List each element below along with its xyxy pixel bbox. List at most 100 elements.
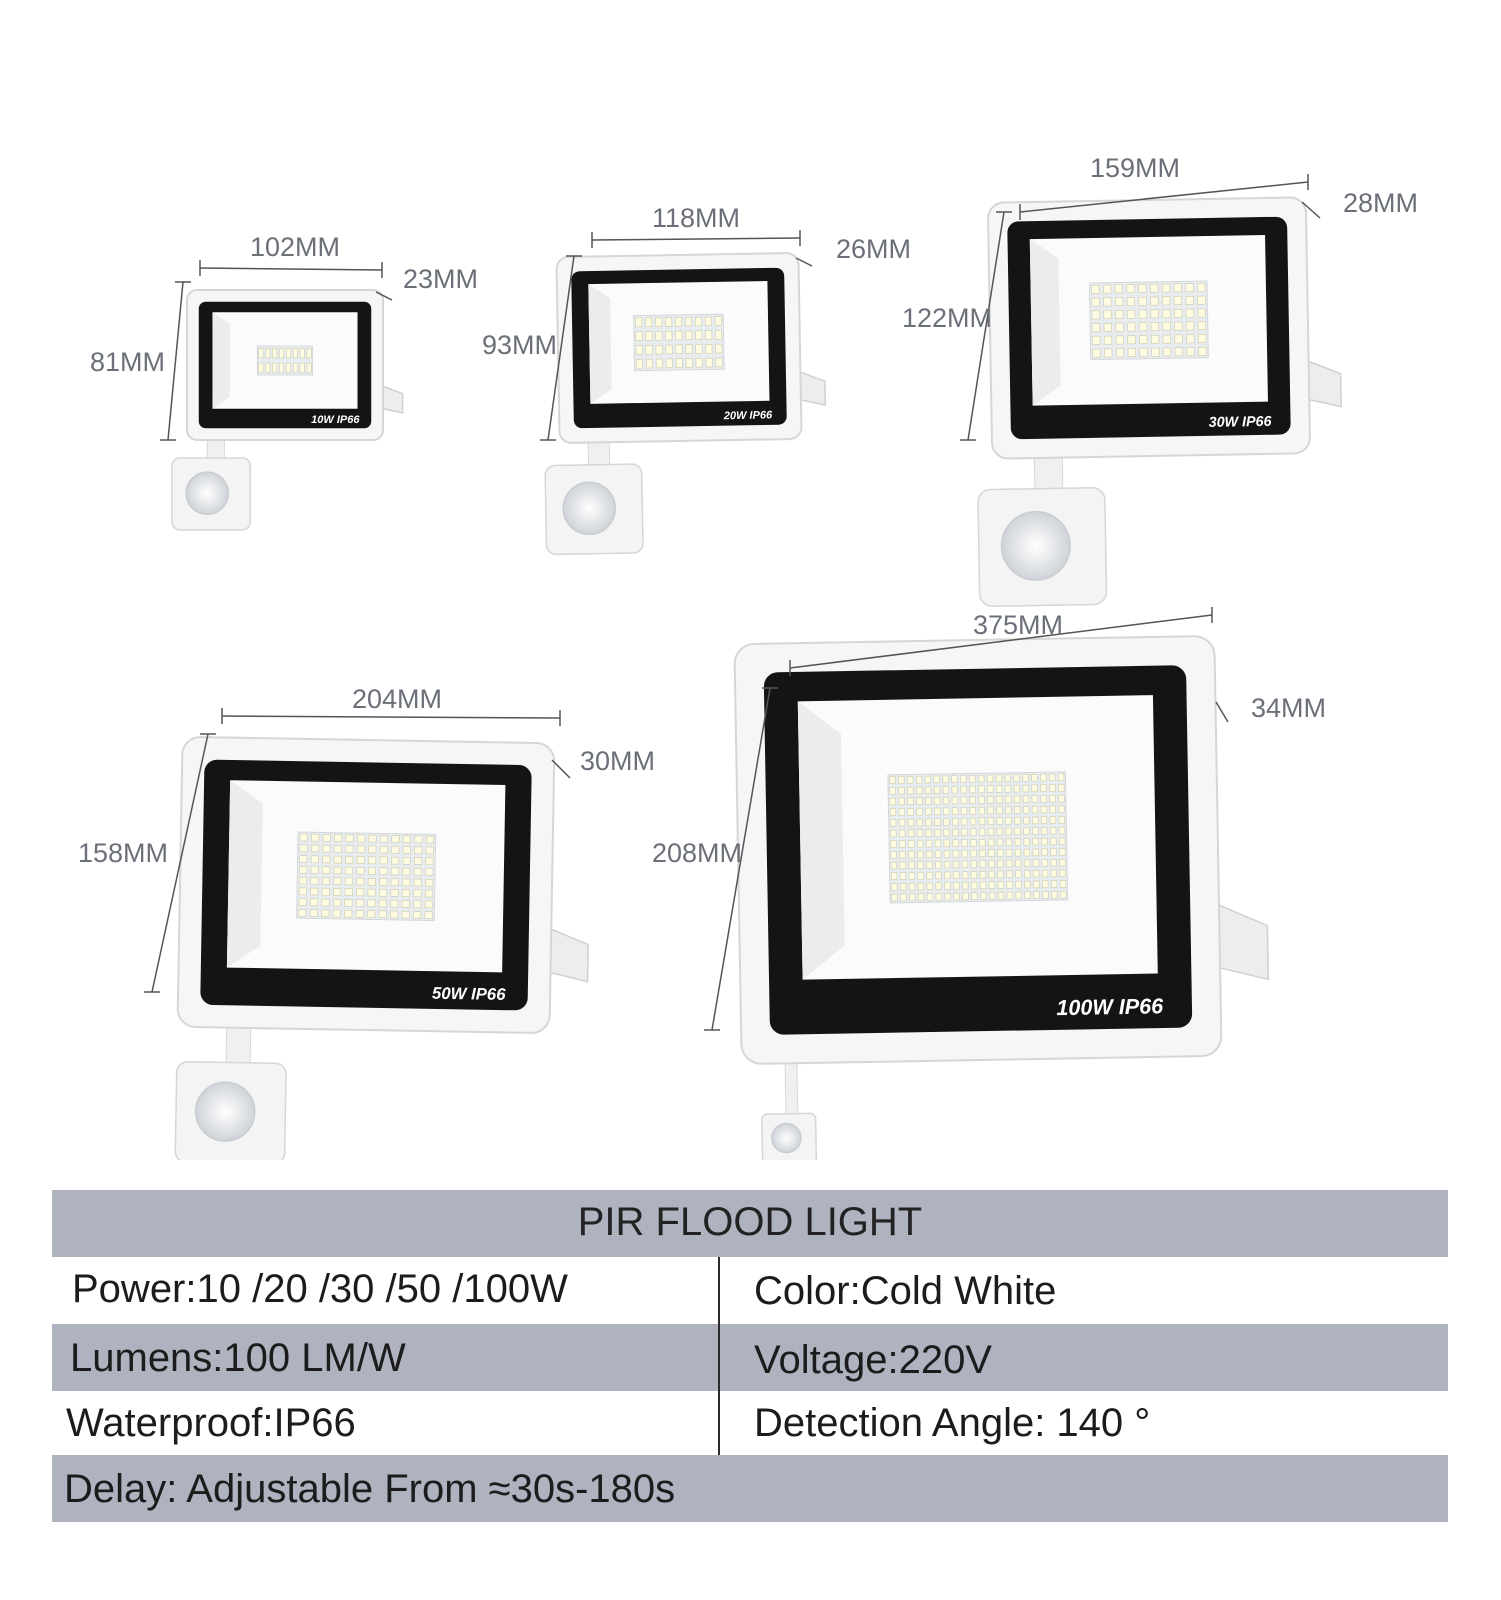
led-chip-100w: [1040, 784, 1047, 792]
led-chip-100w: [1049, 773, 1056, 782]
led-chip-20w: [684, 316, 693, 327]
led-chip-50w: [402, 867, 411, 876]
led-chip-30w: [1091, 323, 1101, 333]
led-chip-50w: [379, 888, 388, 897]
led-chip-30w: [1186, 321, 1195, 331]
led-chip-100w: [1015, 891, 1022, 900]
led-chip-50w: [368, 856, 377, 865]
led-chip-100w: [1032, 859, 1040, 867]
led-chip-100w: [925, 797, 932, 805]
led-chip-50w: [310, 844, 320, 853]
led-chip-50w: [321, 909, 330, 918]
led-chip-50w: [414, 835, 423, 844]
led-chip-100w: [996, 817, 1003, 825]
led-chip-30w: [1186, 347, 1195, 356]
led-chip-100w: [889, 787, 896, 795]
led-chip-50w: [401, 910, 410, 919]
led-chip-100w: [987, 828, 995, 836]
led-chip-30w: [1150, 309, 1159, 319]
led-chip-50w: [368, 845, 377, 854]
led-chip-30w: [1186, 334, 1195, 344]
led-chip-100w: [997, 891, 1005, 900]
led-chip-100w: [988, 892, 996, 900]
led-chip-100w: [942, 796, 950, 805]
led-chip-10w: [285, 348, 291, 359]
led-chip-100w: [988, 881, 996, 889]
light-20w-width-label: 118MM: [652, 203, 741, 233]
led-chip-100w: [952, 860, 960, 869]
led-chip-100w: [988, 870, 995, 879]
depth-dimension-line: [375, 291, 393, 301]
light-50w-width-label: 204MM: [352, 684, 443, 714]
led-chip-30w: [1103, 310, 1112, 320]
led-chip-30w: [1174, 308, 1183, 318]
led-chip-50w: [310, 855, 319, 864]
led-chip-100w: [1041, 869, 1049, 878]
led-chip-50w: [298, 909, 307, 917]
led-chip-20w: [645, 331, 653, 341]
light-30w-width-label: 159MM: [1090, 153, 1181, 183]
light-30w-height-label: 122MM: [902, 303, 993, 333]
led-chip-30w: [1197, 308, 1206, 318]
led-chip-100w: [953, 882, 960, 890]
led-chip-100w: [1049, 794, 1056, 803]
led-chip-30w: [1138, 284, 1147, 293]
led-chip-100w: [906, 776, 914, 784]
led-chip-50w: [345, 845, 354, 853]
led-chip-50w: [333, 866, 342, 875]
led-chip-10w: [299, 362, 305, 373]
led-chip-50w: [333, 877, 342, 886]
led-chip-20w: [675, 358, 683, 368]
led-chip-50w: [379, 856, 388, 865]
led-chip-50w: [345, 866, 354, 875]
led-chip-100w: [979, 870, 987, 879]
led-chip-100w: [962, 881, 969, 890]
led-chip-50w: [414, 857, 423, 865]
led-chip-100w: [899, 872, 907, 880]
led-chip-30w: [1173, 296, 1183, 306]
led-chip-20w: [635, 331, 643, 341]
led-chip-20w: [655, 344, 663, 355]
light-100w-height-label: 208MM: [652, 838, 743, 868]
led-chip-50w: [310, 866, 319, 874]
led-chip-30w: [1197, 334, 1207, 344]
led-chip-100w: [1023, 848, 1031, 857]
led-chip-100w: [934, 818, 941, 826]
light-50w-depth-label: 30MM: [580, 746, 656, 776]
led-chip-100w: [1022, 774, 1029, 782]
led-chip-50w: [378, 910, 387, 919]
led-chip-20w: [695, 330, 703, 340]
led-chip-100w: [978, 828, 986, 836]
led-chip-20w: [715, 343, 723, 354]
led-chip-100w: [925, 839, 933, 848]
led-chip-20w: [685, 344, 693, 354]
led-chip-20w: [655, 331, 663, 341]
wattage-label-20w: 20W IP66: [723, 409, 773, 422]
led-chip-100w: [898, 786, 905, 795]
led-chip-100w: [995, 774, 1003, 783]
led-chip-100w: [997, 859, 1004, 868]
led-chip-20w: [655, 358, 663, 369]
led-chip-100w: [1049, 816, 1057, 824]
led-chip-100w: [1032, 837, 1039, 846]
led-chip-100w: [970, 828, 977, 836]
spec-detection-angle: Detection Angle: 140 °: [754, 1401, 1151, 1445]
led-chip-100w: [899, 840, 906, 848]
led-chip-100w: [960, 817, 968, 826]
spec-lumens: Lumens:100 LM/W: [70, 1336, 406, 1380]
led-chip-100w: [1032, 869, 1040, 878]
led-chip-50w: [367, 888, 376, 897]
led-chip-30w: [1139, 347, 1148, 357]
led-chip-10w: [272, 362, 278, 373]
led-chip-50w: [367, 877, 376, 886]
led-chip-30w: [1091, 284, 1100, 294]
led-chip-100w: [916, 818, 923, 827]
led-chip-20w: [655, 317, 663, 327]
led-chip-100w: [969, 796, 976, 804]
led-chip-30w: [1138, 296, 1147, 306]
led-chip-100w: [1031, 805, 1039, 814]
light-10w-depth-label: 23MM: [403, 264, 479, 294]
led-chip-50w: [379, 867, 388, 876]
led-chip-50w: [298, 898, 307, 906]
led-chip-100w: [898, 776, 905, 784]
